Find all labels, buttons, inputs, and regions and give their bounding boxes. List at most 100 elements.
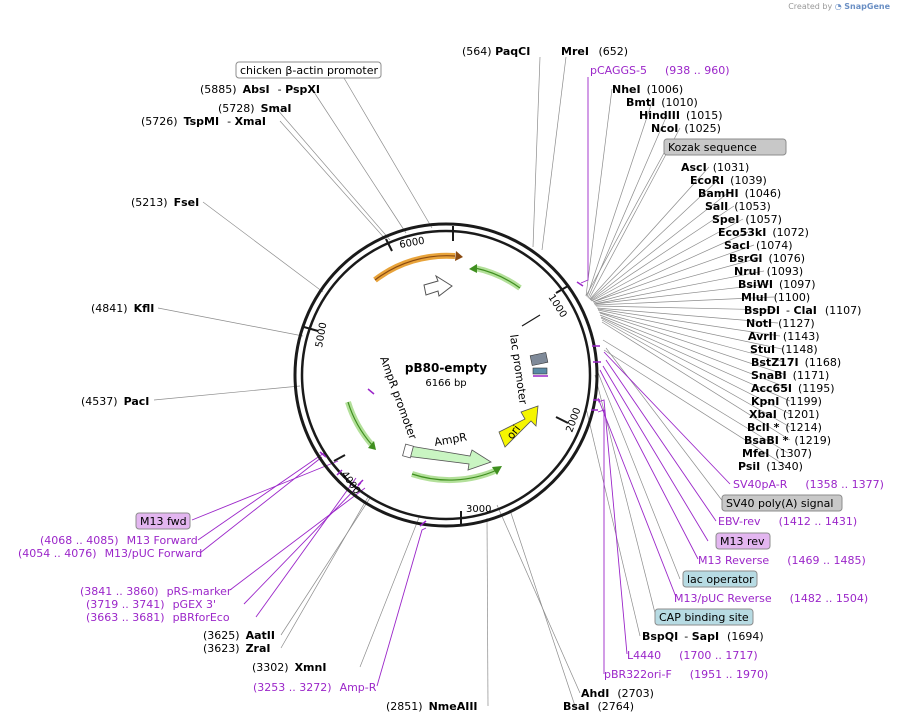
site-bmti: BmtI(1010) — [626, 96, 698, 109]
snapgene-logo: ◔ — [834, 2, 842, 11]
site-absi: (5885)AbsI- PspXI — [200, 83, 320, 96]
m13-rev-label: M13 rev — [720, 535, 765, 548]
site-eco53ki: Eco53kI(1072) — [718, 226, 809, 239]
ampr-small-box — [402, 443, 414, 459]
site-bspqi: BspQI- SapI(1694) — [642, 630, 764, 643]
site-smai: (5728)SmaI — [218, 102, 291, 115]
site-ahdi: AhdI(2703) — [581, 687, 654, 700]
kozak-glyph — [521, 314, 541, 327]
chicken-actin-arrowhead — [455, 251, 463, 261]
enzyme-leader-lines — [153, 56, 791, 707]
sv40-label: SV40 poly(A) signal — [726, 497, 833, 510]
site-bstz17i: BstZ17I(1168) — [751, 356, 841, 369]
ampr-promoter-arrowhead — [368, 441, 376, 450]
site-bspdi: BspDI- ClaI(1107) — [744, 304, 861, 317]
primer-ebv-rev: EBV-rev(1412 .. 1431) — [718, 515, 857, 528]
primer-labels: pCAGGS-5(938 .. 960) SV40pA-R(1358 .. 13… — [18, 64, 884, 694]
site-fsei: (5213)FseI — [131, 196, 199, 209]
primer-prs-marker: (3841 .. 3860)pRS-marker — [80, 585, 232, 598]
site-avrii: AvrII(1143) — [748, 330, 819, 343]
site-sali: SalI(1053) — [705, 200, 771, 213]
lac-promoter-label: lac promoter — [507, 334, 530, 406]
plasmid-name: pB80-empty — [405, 361, 487, 375]
credit-brand: SnapGene — [844, 2, 890, 11]
chicken-actin-label: chicken β-actin promoter — [240, 64, 378, 77]
sites-top: (564) PaqCI MreI (652) — [462, 45, 628, 58]
tick-6000: 6000 — [399, 236, 426, 251]
site-bsiwi: BsiWI(1097) — [738, 278, 816, 291]
site-mfei: MfeI(1307) — [742, 447, 812, 460]
primer-pcaggs5: pCAGGS-5(938 .. 960) — [590, 64, 730, 77]
hollow-feature-arrow — [423, 274, 453, 297]
site-noti: NotI(1127) — [746, 317, 815, 330]
primer-pgex3: (3719 .. 3741)pGEX 3' — [86, 598, 216, 611]
chicken-actin-arc — [373, 252, 456, 283]
primer-m13-forward: (4068 .. 4085)M13 Forward — [40, 534, 198, 547]
site-bcli: BclI *(1214) — [747, 421, 822, 434]
site-spei: SpeI(1057) — [712, 213, 782, 226]
primer-pbrforeco: (3663 .. 3681)pBRforEco — [86, 611, 230, 624]
credit: Created by ◔ SnapGene — [788, 2, 890, 11]
primer-m13-puc-forward: (4054 .. 4076)M13/pUC Forward — [18, 547, 202, 560]
kozak-box — [663, 138, 787, 156]
primer-sv40pa-r: SV40pA-R(1358 .. 1377) — [733, 478, 884, 491]
site-hindiii: HindIII(1015) — [639, 109, 723, 122]
cap-box — [654, 608, 754, 626]
primer-marks — [319, 281, 601, 527]
site-zrai: (3623)ZraI — [203, 642, 271, 655]
tick-5000: 5000 — [314, 322, 329, 349]
green-arc-top — [474, 265, 522, 291]
sv40-box — [721, 494, 843, 512]
site-kfli: (4841)KflI — [91, 302, 154, 315]
site-ncoi: NcoI(1025) — [651, 122, 721, 135]
site-bamhi: BamHI(1046) — [698, 187, 781, 200]
credit-text: Created by — [788, 2, 833, 11]
green-arc-top-arrowhead — [469, 264, 477, 273]
site-asci: AscI(1031) — [681, 161, 749, 174]
sites-left: (5885)AbsI- PspXI (5728)SmaI (5726)TspMI… — [81, 83, 478, 713]
site-paci: (4537)PacI — [81, 395, 149, 408]
chicken-actin-box — [235, 61, 382, 79]
primer-pbr322ori-f: pBR322ori-F(1951 .. 1970) — [604, 668, 768, 681]
primer-amp-r: (3253 .. 3272)Amp-R — [253, 681, 377, 694]
primer-l4440: L4440(1700 .. 1717) — [627, 649, 758, 662]
site-kpni: KpnI(1199) — [751, 395, 822, 408]
site-nmeaiii: (2851)NmeAIII — [386, 700, 478, 713]
site-stui: StuI(1148) — [750, 343, 818, 356]
m13-fwd-label: M13 fwd — [140, 515, 187, 528]
site-paqci: (564) PaqCI — [462, 45, 530, 58]
site-nhei: NheI(1006) — [612, 83, 683, 96]
site-psii: PsiI(1340) — [738, 460, 803, 473]
backbone-inner — [300, 229, 592, 521]
backbone-outer — [293, 222, 599, 528]
m13-rev-box — [715, 532, 771, 550]
site-tspmi: (5726)TspMI- XmaI — [141, 115, 266, 128]
primer-m13-reverse: M13 Reverse(1469 .. 1485) — [698, 554, 866, 567]
ampr-promoter-arc-line — [347, 401, 373, 446]
site-ecori: EcoRI(1039) — [690, 174, 767, 187]
site-snabi: SnaBI(1171) — [751, 369, 829, 382]
ori-arrow — [498, 405, 539, 448]
site-drei: MreI (652) — [561, 45, 628, 58]
plasmid-size: 6166 bp — [425, 378, 466, 389]
site-saci: SacI(1074) — [724, 239, 793, 252]
green-arc-bottom-arrowhead — [492, 466, 502, 475]
site-acc65i: Acc65I(1195) — [751, 382, 835, 395]
site-xbai: XbaI(1201) — [749, 408, 819, 421]
kozak-label: Kozak sequence — [668, 141, 757, 154]
site-bsrgi: BsrGI(1076) — [729, 252, 805, 265]
tick-1000: 1000 — [545, 293, 568, 320]
tick-3000: 3000 — [466, 504, 491, 515]
lac-operator-box — [682, 570, 758, 588]
site-bsabi: BsaBI *(1219) — [744, 434, 831, 447]
site-nrui: NruI(1093) — [734, 265, 803, 278]
ampr-arrow — [405, 445, 492, 471]
m13-fwd-box — [135, 512, 191, 530]
green-arc-top-line — [474, 267, 521, 289]
site-xmni: (3302)XmnI — [252, 661, 326, 674]
ampr-label: AmpR — [433, 430, 468, 449]
lac-operator-label: lac operator — [687, 573, 754, 586]
cap-site-glyph — [532, 367, 548, 375]
site-mlui: MluI(1100) — [741, 291, 810, 304]
